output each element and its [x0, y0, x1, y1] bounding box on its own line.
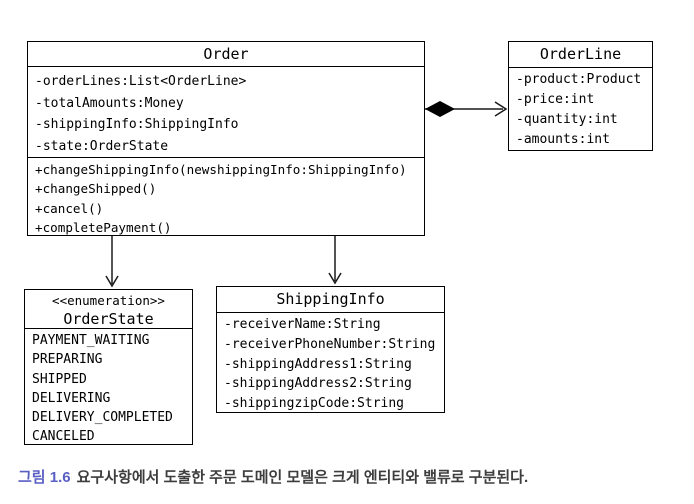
enum-value-line: DELIVERING — [32, 390, 111, 406]
open-arrow-down-icon — [328, 272, 342, 285]
method-line: +completePayment() — [35, 219, 172, 235]
orderline-attributes-section: -product:Product -price:int -quantity:in… — [509, 68, 652, 150]
open-arrow-right-icon — [494, 101, 508, 117]
filled-diamond-icon — [425, 101, 455, 117]
order-attributes-section: -orderLines:List<OrderLine> -totalAmount… — [28, 67, 424, 157]
arrow-order-orderstate — [105, 236, 119, 288]
open-arrow-down-icon — [105, 275, 119, 288]
figure-caption-label: 그림 1.6 — [18, 469, 71, 486]
enum-stereotype: <<enumeration>> — [52, 293, 165, 308]
arrow-order-shippinginfo — [328, 236, 342, 285]
class-title-shippinginfo: ShippingInfo — [217, 287, 444, 313]
class-title-order: Order — [28, 42, 424, 67]
method-line: +cancel() — [35, 200, 104, 216]
class-title-orderline: OrderLine — [509, 42, 652, 68]
attribute-line: -shippingAddress2:String — [224, 376, 412, 392]
attribute-line: -shippingzipCode:String — [224, 396, 405, 412]
enum-value-line: PAYMENT_WAITING — [32, 333, 150, 348]
figure-caption-text: 요구사항에서 도출한 주문 도메인 모델은 크게 엔티티와 밸류로 구분된다. — [76, 469, 529, 486]
class-box-order: Order -orderLines:List<OrderLine> -total… — [27, 41, 425, 236]
class-title-orderstate: OrderState — [63, 310, 154, 328]
class-box-shippinginfo: ShippingInfo -receiverName:String -recei… — [216, 286, 445, 413]
attribute-line: -receiverName:String — [224, 317, 381, 332]
class-box-orderline: OrderLine -product:Product -price:int -q… — [508, 41, 653, 151]
attribute-line: -amounts:int — [516, 132, 610, 147]
order-methods-section: +changeShippingInfo(newshippingInfo:Ship… — [28, 157, 424, 235]
attribute-line: -receiverPhoneNumber:String — [224, 336, 436, 352]
method-line: +changeShipped() — [35, 181, 157, 197]
attribute-line: -product:Product — [516, 72, 642, 87]
attribute-line: -shippingAddress1:String — [224, 356, 412, 372]
shippinginfo-attributes-section: -receiverName:String -receiverPhoneNumbe… — [217, 313, 444, 412]
method-line: +changeShippingInfo(newshippingInfo:Ship… — [35, 162, 407, 177]
enum-box-orderstate: <<enumeration>> OrderState PAYMENT_WAITI… — [24, 289, 193, 445]
enum-value-line: SHIPPED — [32, 371, 87, 387]
orderstate-values-section: PAYMENT_WAITING PREPARING SHIPPED DELIVE… — [25, 329, 192, 444]
attribute-line: -totalAmounts:Money — [35, 95, 184, 111]
attribute-line: -quantity:int — [516, 112, 618, 127]
figure-caption: 그림 1.6 요구사항에서 도출한 주문 도메인 모델은 크게 엔티티와 밸류로 … — [18, 466, 528, 487]
enum-value-line: PREPARING — [32, 352, 103, 368]
orderstate-header: <<enumeration>> OrderState — [25, 290, 192, 329]
composition-connector-order-orderline — [425, 101, 508, 117]
attribute-line: -orderLines:List<OrderLine> — [35, 74, 247, 89]
attribute-line: -shippingInfo:ShippingInfo — [35, 117, 239, 132]
enum-value-line: DELIVERY_COMPLETED — [32, 410, 173, 426]
attribute-line: -state:OrderState — [35, 138, 169, 154]
attribute-line: -price:int — [516, 92, 595, 107]
enum-value-line: CANCELED — [32, 429, 95, 444]
